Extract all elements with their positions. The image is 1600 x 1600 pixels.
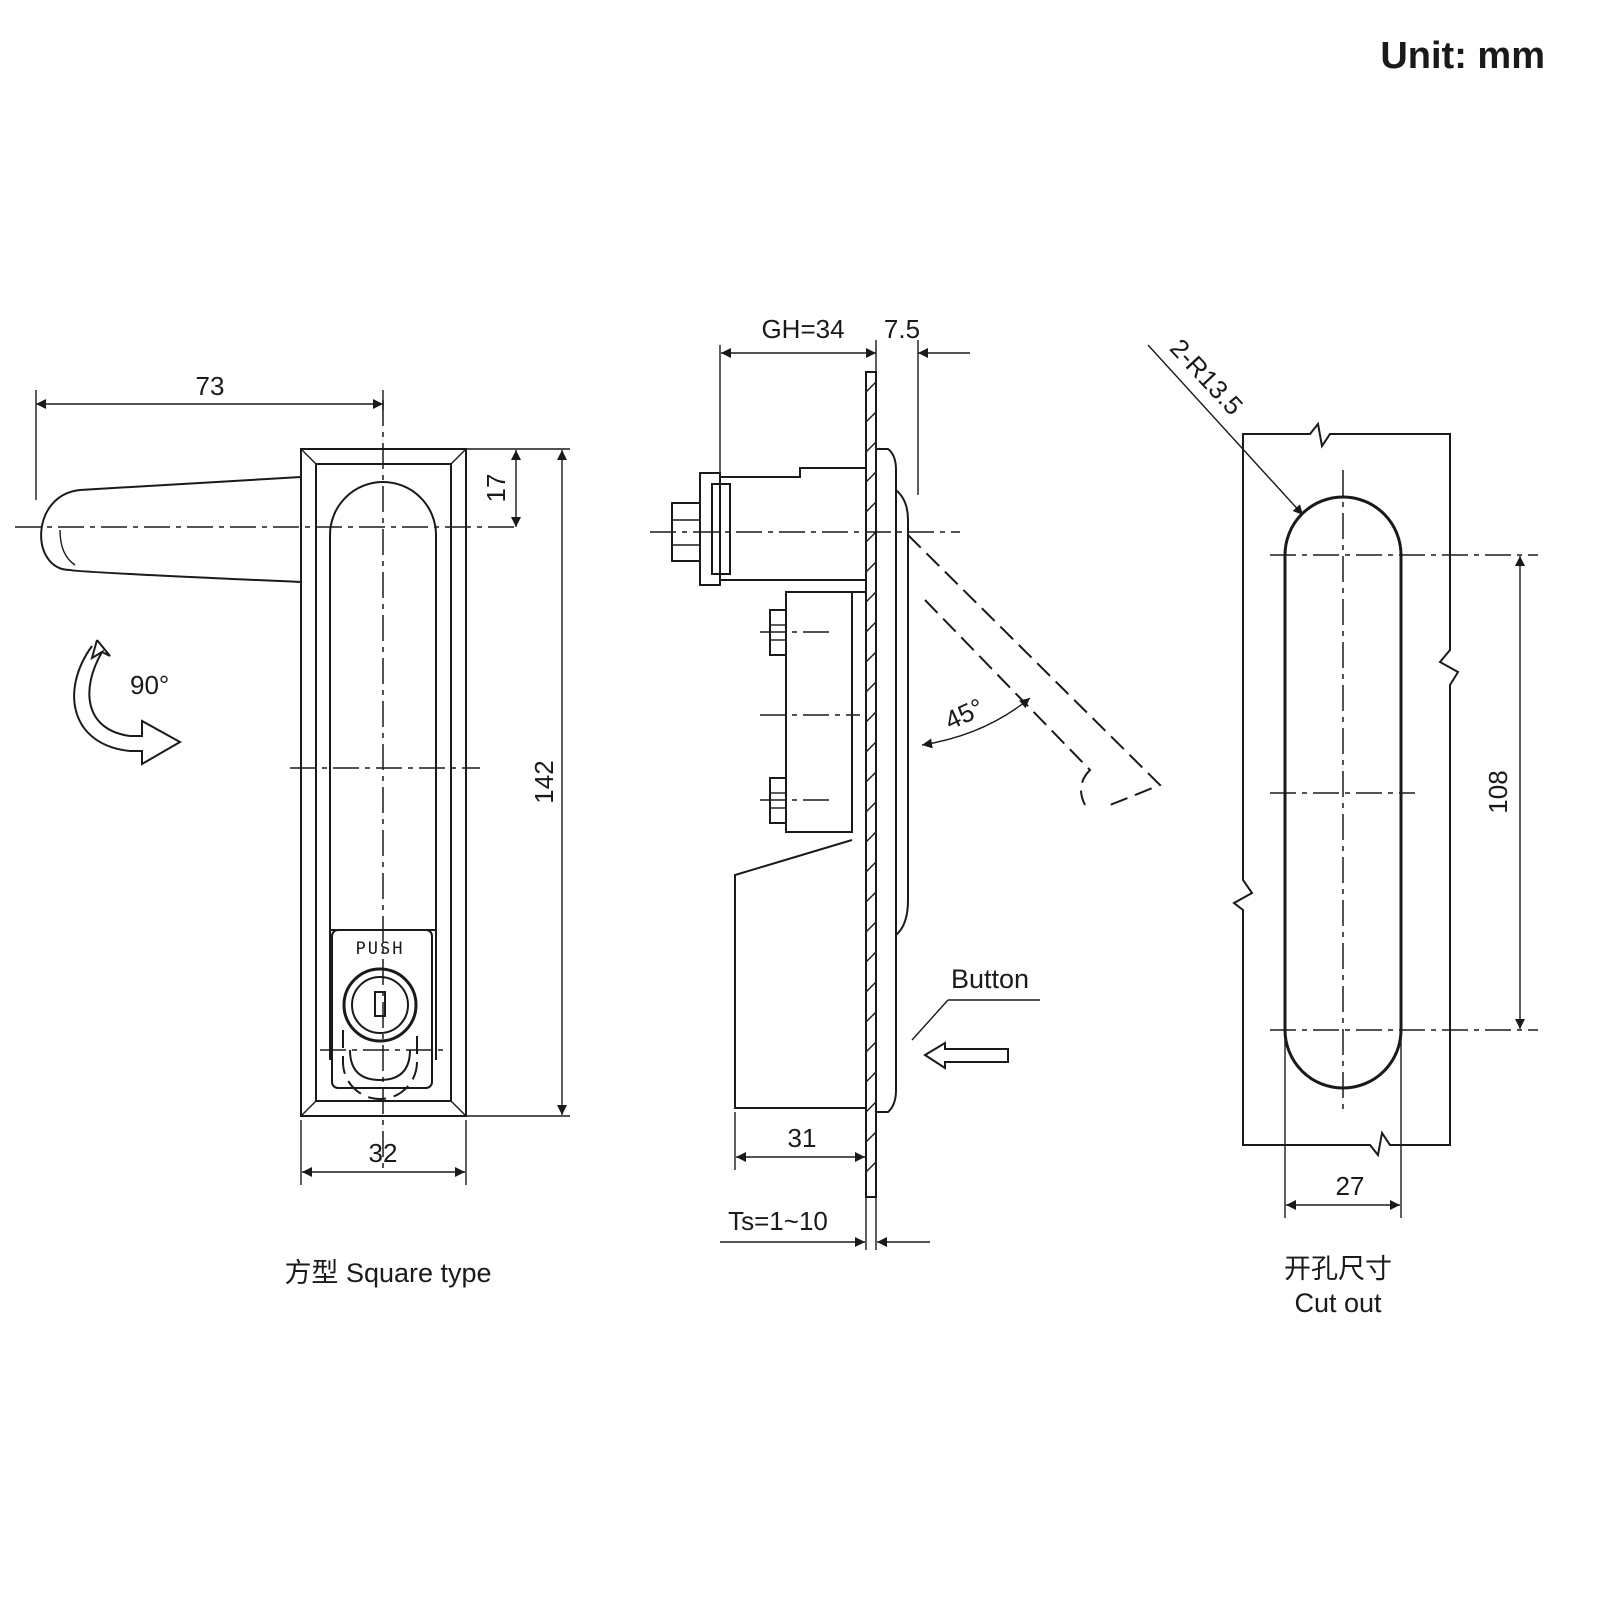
front-handle-grip — [40, 476, 302, 583]
dim-flange: 7.5 — [884, 314, 920, 344]
side-mount-block — [785, 591, 853, 833]
button-arrow-icon — [923, 1041, 1009, 1070]
dim-ts: Ts=1~10 — [728, 1206, 828, 1236]
side-handle-swing — [907, 534, 1162, 806]
front-view: PUSH 73 17 142 32 90° 方型 Square type — [15, 371, 570, 1288]
dim-width: 32 — [369, 1138, 398, 1168]
button-label: Button — [951, 964, 1029, 994]
side-bezel — [876, 448, 897, 1113]
dim-gh: GH=34 — [761, 314, 844, 344]
dim-slot-width: 27 — [1336, 1171, 1365, 1201]
front-handle-slot — [329, 481, 437, 1060]
unit-label: Unit: mm — [1380, 35, 1545, 77]
side-view: 45° GH=34 7.5 Button 31 Ts=1~10 — [650, 314, 1162, 1250]
dim-slot-length: 108 — [1483, 770, 1513, 813]
cutout-view: 108 27 2-R13.5 开孔尺寸 Cut out — [1147, 333, 1538, 1318]
dim-body: 31 — [788, 1123, 817, 1153]
push-label: PUSH — [356, 939, 405, 959]
side-nut — [699, 472, 721, 586]
lock-cylinder — [342, 967, 418, 1043]
dim-top-offset: 17 — [481, 474, 511, 503]
rotation-label: 90° — [130, 670, 169, 700]
side-panel — [865, 371, 877, 1198]
rotation-arrow-icon — [73, 639, 183, 766]
cutout-caption-cn: 开孔尺寸 — [1284, 1254, 1392, 1284]
key-slot — [374, 991, 386, 1017]
side-lock-body-top — [719, 467, 866, 581]
front-lock-frame — [331, 929, 433, 1089]
dim-overall-height: 142 — [529, 760, 559, 803]
cutout-caption-en: Cut out — [1294, 1288, 1382, 1318]
dim-angle: 45° — [940, 692, 988, 736]
dim-handle-width: 73 — [196, 371, 225, 401]
cutout-sheet — [1232, 421, 1460, 1158]
side-lower-body — [734, 839, 866, 1109]
front-caption: 方型 Square type — [284, 1258, 491, 1288]
